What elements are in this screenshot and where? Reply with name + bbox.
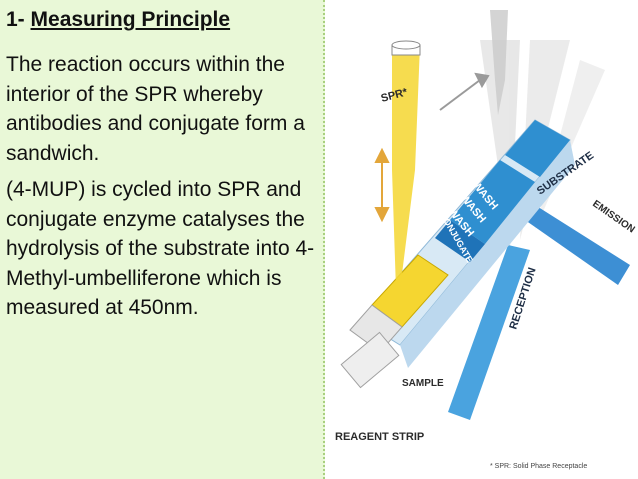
heading-number: 1-	[6, 8, 31, 31]
vidas-diagram-svg: SPR* SUBSTRATE WASH WASH WASH CONJUGATE …	[335, 10, 637, 470]
spr-tip-gray	[490, 10, 508, 115]
paragraph-hydrolysis: (4-MUP) is cycled into SPR and conjugate…	[6, 178, 315, 319]
label-sample: SAMPLE	[402, 378, 444, 389]
emission-beam	[525, 205, 630, 285]
reagent-strip	[340, 119, 575, 389]
movement-arrow-diagonal	[439, 72, 490, 111]
label-reagent-strip: REAGENT STRIP	[335, 431, 424, 443]
conjugate-well	[435, 220, 485, 262]
reception-beam	[448, 245, 530, 420]
label-footnote: * SPR: Solid Phase Receptacle	[490, 463, 587, 470]
label-emission: EMISSION	[590, 198, 636, 235]
spr-tip	[391, 40, 421, 290]
slide-body: The reaction occurs within the interior …	[6, 50, 318, 323]
text-panel: 1- Measuring Principle The reaction occu…	[0, 0, 325, 479]
vidas-diagram: SPR* SUBSTRATE WASH WASH WASH CONJUGATE …	[330, 0, 638, 479]
movement-arrow-vertical	[374, 147, 390, 223]
paragraph-reaction: The reaction occurs within the interior …	[6, 53, 305, 165]
heading-title: Measuring Principle	[30, 8, 231, 31]
wash-wells	[450, 160, 535, 244]
slide-heading: 1- Measuring Principle	[6, 8, 230, 32]
substrate-well	[505, 120, 570, 177]
